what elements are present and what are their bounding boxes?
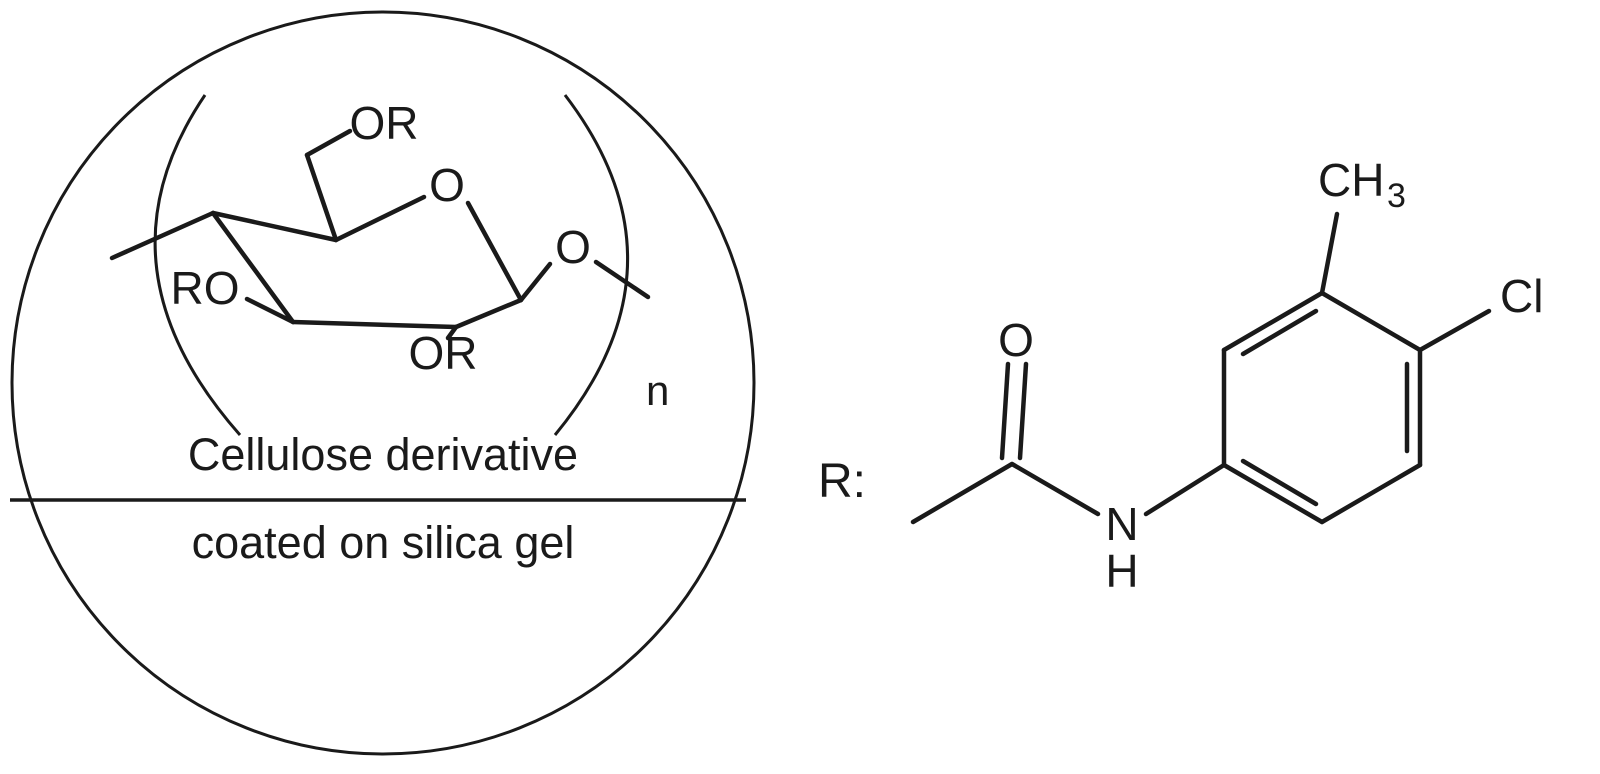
chain-bond-left [109, 210, 216, 261]
ring-edge-bottom-left [1221, 462, 1325, 525]
c3-ro-bond [244, 296, 296, 325]
ring-oxygen-label: O [429, 159, 465, 211]
carbonyl-nitrogen-bond [1009, 461, 1101, 517]
chain-bond-right [593, 259, 651, 300]
ring-inner-bond-top-left [1240, 308, 1319, 357]
or-top-label: OR [350, 97, 419, 149]
ch2-or-bond [304, 128, 353, 158]
amide-hydrogen-label: H [1105, 545, 1138, 597]
c5-ring-oxygen-bond [333, 194, 427, 243]
attachment-bond [910, 461, 1015, 525]
right-parenthesis [553, 94, 630, 436]
glucopyranose-ring-group: OR O O RO OR [109, 97, 651, 379]
r-group-definition: R: O N H [818, 154, 1543, 597]
ro-left-label: RO [171, 262, 240, 314]
methyl-label: CH [1318, 154, 1384, 206]
or-bottom-label: OR [409, 327, 478, 379]
c3-c4-bond [210, 210, 296, 325]
carbonyl-double-bond-2 [1017, 361, 1029, 461]
ring-inner-bond-bottom-left [1240, 458, 1319, 507]
ring-edge-top-left [1221, 290, 1325, 353]
ring-methyl-bond [1319, 211, 1340, 296]
c2-c3-bond [290, 319, 459, 330]
c1-glycosidic-oxygen-bond [518, 261, 553, 303]
c1-c2-bond [453, 297, 524, 330]
left-parenthesis [153, 94, 242, 436]
silica-bead-group [10, 10, 756, 756]
ring-edge-top-right [1319, 290, 1423, 353]
bead-captions: Cellulose derivative coated on silica ge… [188, 429, 578, 568]
r-label: R: [818, 455, 866, 508]
caption-cellulose-derivative: Cellulose derivative [188, 429, 578, 480]
glycosidic-oxygen-label: O [555, 221, 591, 273]
carbonyl-double-bond-1 [999, 361, 1011, 461]
repeat-unit-subscript: n [646, 367, 669, 414]
silica-bead-circle [10, 10, 756, 756]
polymer-brackets: n [153, 94, 669, 436]
ring-chloro-bond [1417, 308, 1492, 353]
c4-c5-bond [210, 210, 339, 243]
chloro-label: Cl [1500, 270, 1543, 322]
ring-oxygen-c1-bond [465, 200, 524, 303]
amide-nitrogen-label: N [1105, 498, 1138, 550]
ring-edge-bottom-right [1319, 462, 1423, 525]
caption-coated-on-silica: coated on silica gel [192, 517, 575, 568]
nitrogen-ring-bond [1143, 462, 1227, 517]
c5-ch2-bond [304, 152, 339, 243]
benzene-ring [1221, 290, 1423, 525]
carbonyl-oxygen-label: O [998, 314, 1034, 366]
c2-or-bond [445, 324, 459, 341]
methyl-subscript: 3 [1387, 177, 1406, 215]
